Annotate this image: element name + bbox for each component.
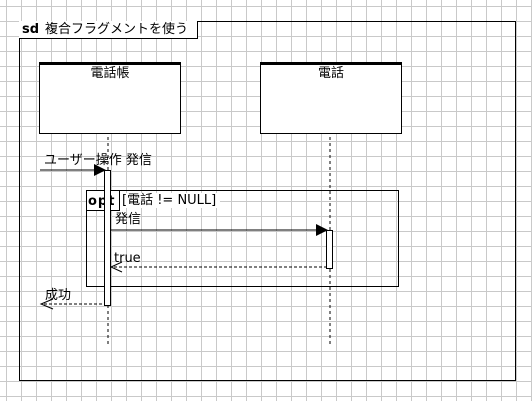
- fragment-operator-tab: [86, 190, 120, 211]
- frame-title: 複合フラグメントを使う: [45, 22, 189, 37]
- lifeline-phonebook-label: 電話帳: [90, 66, 130, 81]
- message-arrowhead-reply-true: [109, 261, 123, 273]
- message-arrowhead-call: [316, 224, 328, 236]
- message-label-call: 発信: [115, 212, 142, 227]
- message-arrowhead-found: [94, 164, 106, 176]
- lifeline-phone-label: 電話: [317, 66, 344, 81]
- fragment-operator: opt: [88, 194, 116, 209]
- message-label-found: ユーザー操作 発信: [44, 153, 152, 168]
- message-label-reply-true: true: [114, 251, 141, 266]
- combined-fragment[interactable]: [86, 190, 399, 287]
- lifeline-phone[interactable]: 電話: [260, 62, 402, 134]
- frame-kind: sd: [22, 22, 40, 37]
- sequence-frame: [19, 21, 516, 381]
- message-arrowhead-reply-success: [39, 298, 54, 310]
- frame-label-tab: [19, 21, 198, 39]
- frame-label: sd 複合フラグメントを使う: [22, 22, 188, 37]
- activation-bar-phone[interactable]: [326, 230, 333, 269]
- message-label-reply-success: 成功: [45, 288, 72, 303]
- fragment-guard: [電話 != NULL]: [120, 193, 221, 208]
- lifeline-phonebook[interactable]: 電話帳: [39, 62, 181, 134]
- activation-bar-phonebook[interactable]: [104, 170, 111, 306]
